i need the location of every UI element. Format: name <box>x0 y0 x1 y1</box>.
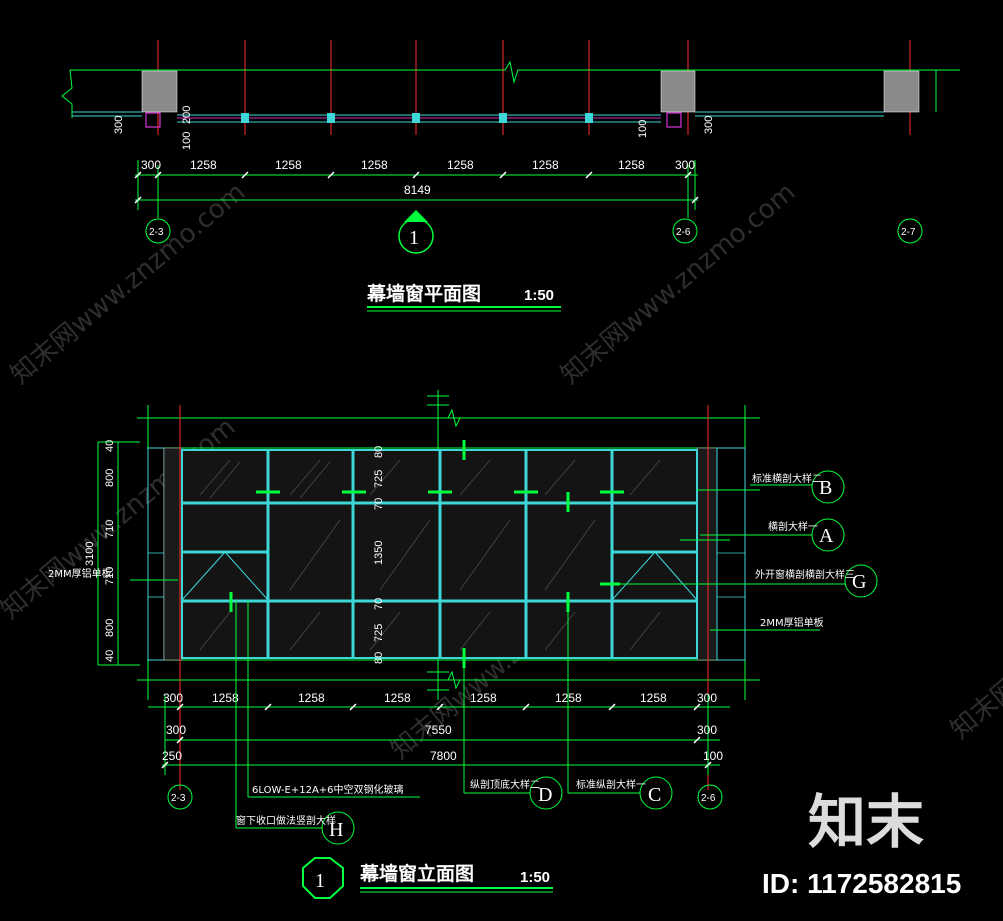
elev-dim-300-right-2: 300 <box>697 723 717 737</box>
plan-axis-2-6: 2-6 <box>676 227 691 238</box>
callout-panel-left: 2MM厚铝单板 <box>48 567 112 580</box>
elev-axis-2-3: 2-3 <box>171 793 186 804</box>
callout-d-letter: D <box>538 784 552 806</box>
elev-dim-300-left-2: 300 <box>166 723 186 737</box>
callout-b-letter: B <box>819 477 832 499</box>
elev-dim-1258-4: 1258 <box>470 691 497 705</box>
plan-dim-v-100b: 100 <box>637 120 649 138</box>
plan-dim-1258-5: 1258 <box>532 158 559 172</box>
elev-dim-mid-70-top: 70 <box>373 498 385 510</box>
elev-dim-1258-3: 1258 <box>384 691 411 705</box>
elev-dim-1258-1: 1258 <box>212 691 239 705</box>
elev-dim-1258-5: 1258 <box>555 691 582 705</box>
elev-dim-1258-6: 1258 <box>640 691 667 705</box>
callout-glass: 6LOW-E+12A+6中空双钢化玻璃 <box>252 783 404 796</box>
elev-axis-2-6: 2-6 <box>701 793 716 804</box>
elev-marker: 1 <box>315 870 325 892</box>
callout-d-text: 纵剖顶底大样二 <box>470 778 540 791</box>
elev-dim-mid-80-top: 80 <box>373 446 385 458</box>
callout-b-text: 标准横剖大样二 <box>752 472 822 485</box>
elev-dim-left-800-top: 800 <box>104 469 116 487</box>
watermark-1: 知末网www.znzmo.com <box>5 177 251 390</box>
watermark-5: 知末网www.znzmo.com <box>945 532 1003 745</box>
callout-panel-right: 2MM厚铝单板 <box>760 616 824 629</box>
callout-c-letter: C <box>648 784 661 806</box>
watermark-2: 知末网www.znzmo.com <box>555 177 801 390</box>
elev-dim-mid-70-bottom: 70 <box>373 598 385 610</box>
elevation-view: 40 800 710 710 800 40 3100 80 725 70 135… <box>48 390 878 899</box>
callout-a-text: 横剖大样一 <box>768 520 818 533</box>
elev-dim-7550: 7550 <box>425 723 452 737</box>
plan-dim-1258-3: 1258 <box>361 158 388 172</box>
elev-dim-mid-725-top: 725 <box>373 470 385 488</box>
plan-dim-300-left: 300 <box>141 158 161 172</box>
elev-dim-left-total: 3100 <box>84 542 96 566</box>
plan-dim-v-300-left: 300 <box>113 116 125 134</box>
elev-scale: 1:50 <box>520 869 550 886</box>
callout-h-letter: H <box>329 819 343 841</box>
plan-dim-v-300-right: 300 <box>703 116 715 134</box>
elev-dim-mid-80-bottom: 80 <box>373 652 385 664</box>
id-label: ID: 1172582815 <box>762 868 961 899</box>
elev-dim-left-800-bottom: 800 <box>104 619 116 637</box>
callout-h-text: 窗下收口做法竖剖大样 <box>236 814 336 827</box>
callout-g-letter: G <box>852 571 866 593</box>
elev-dim-1258-2: 1258 <box>298 691 325 705</box>
callout-a-letter: A <box>819 525 834 547</box>
elev-title: 幕墙窗立面图 <box>359 862 474 885</box>
elev-dim-7800: 7800 <box>430 749 457 763</box>
callout-c-text: 标准纵剖大样一 <box>576 778 646 791</box>
brand-logo: 知末 <box>808 788 924 856</box>
plan-view: 300 200 100 100 300 300 1258 1258 <box>61 40 960 312</box>
plan-dim-1258-4: 1258 <box>447 158 474 172</box>
plan-dim-1258-1: 1258 <box>190 158 217 172</box>
elev-dim-left-40-bottom: 40 <box>104 650 116 662</box>
plan-axis-2-3: 2-3 <box>149 227 164 238</box>
plan-axis-2-7: 2-7 <box>901 227 916 238</box>
elev-dim-100: 100 <box>703 749 723 763</box>
plan-dim-1258-6: 1258 <box>618 158 645 172</box>
elev-dim-300-right: 300 <box>697 691 717 705</box>
plan-dim-total: 8149 <box>404 183 431 197</box>
elev-dim-left-710-a: 710 <box>104 520 116 538</box>
elev-dim-left-710-b: 710 <box>104 567 116 585</box>
plan-dim-1258-2: 1258 <box>275 158 302 172</box>
plan-title: 幕墙窗平面图 <box>366 282 481 305</box>
elev-dim-300-left: 300 <box>163 691 183 705</box>
elev-dim-left-40-top: 40 <box>104 440 116 452</box>
plan-dim-v-100: 100 <box>181 132 193 150</box>
elev-dim-mid-1350: 1350 <box>373 541 385 565</box>
elev-dim-mid-725-bottom: 725 <box>373 624 385 642</box>
plan-dim-v-200: 200 <box>181 106 193 124</box>
callout-g-text: 外开窗横剖横剖大样三 <box>755 568 855 581</box>
plan-dim-300-right: 300 <box>675 158 695 172</box>
plan-marker: 1 <box>409 227 419 249</box>
plan-scale: 1:50 <box>524 287 554 304</box>
elev-dim-250: 250 <box>162 749 182 763</box>
